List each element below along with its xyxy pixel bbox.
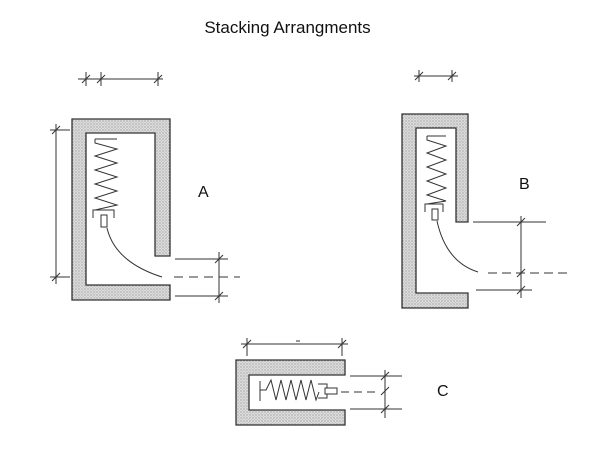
dimension-b-right <box>473 216 546 298</box>
spring-c <box>260 378 320 402</box>
diagram-title: Stacking Arrangments <box>204 18 371 37</box>
dimension-c-right <box>350 370 402 418</box>
dimension-a-right <box>175 252 228 303</box>
plunger-b <box>424 203 444 212</box>
dimension-b-top <box>414 70 458 82</box>
trajectory-b <box>436 220 479 273</box>
trajectory-a <box>106 227 163 278</box>
dimension-a-left <box>50 124 70 284</box>
enclosure-a <box>71 118 171 301</box>
enclosure-c <box>235 359 346 426</box>
arrangement-c <box>235 338 402 426</box>
spring-a <box>93 139 119 211</box>
label-b: B <box>519 176 530 193</box>
arrangement-b <box>401 70 572 309</box>
plunger-a <box>92 209 115 218</box>
dimension-a-top <box>78 72 163 86</box>
dimension-c-top <box>241 338 348 356</box>
enclosure-b <box>401 113 469 309</box>
label-a: A <box>198 184 209 201</box>
label-c: C <box>437 383 449 400</box>
spring-b <box>425 136 448 205</box>
arrangement-a <box>50 72 240 303</box>
